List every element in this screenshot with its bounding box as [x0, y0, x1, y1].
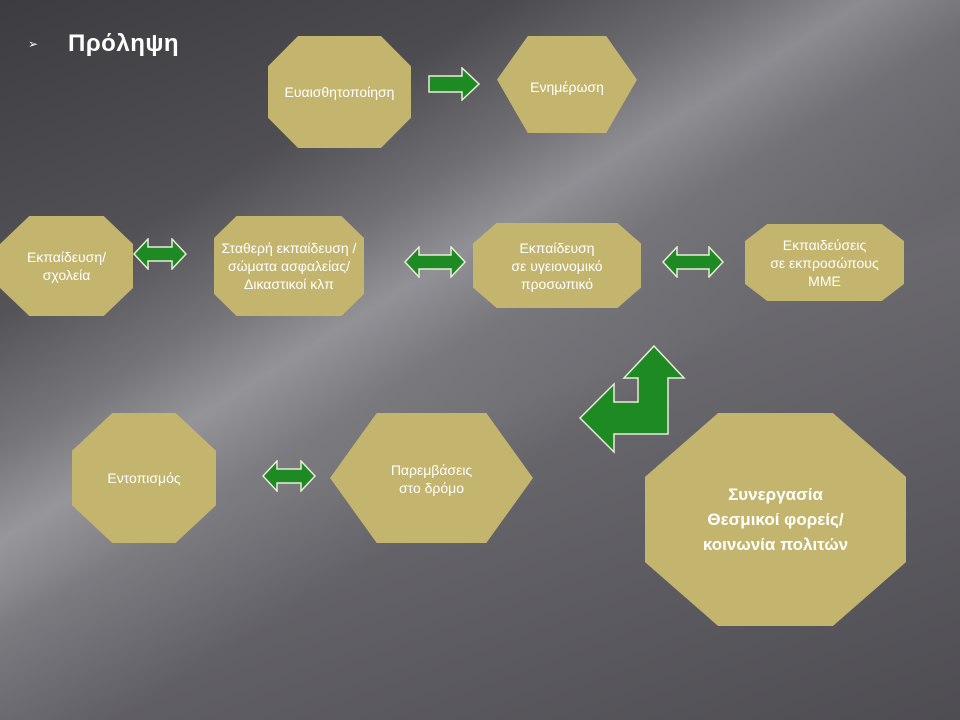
right-arrow-icon [428, 67, 480, 101]
node-media-training-label: Εκπαιδεύσεις σε εκπροσώπους ΜΜΕ [770, 236, 879, 289]
node-detection: Εντοπισμός [72, 413, 216, 543]
double-arrow-icon [262, 460, 316, 492]
node-information-label: Ενημέρωση [530, 79, 604, 95]
node-school-education-label: Εκπαίδευση/ σχολεία [26, 249, 106, 283]
node-school-education: Εκπαίδευση/ σχολεία [0, 216, 133, 316]
node-street-interventions: Παρεμβάσεις στο δρόμο [330, 413, 533, 543]
double-arrow-icon [662, 246, 724, 278]
node-detection-label: Εντοπισμός [107, 470, 181, 486]
node-health-staff-training-label: Εκπαίδευση σε υγειονομικό προσωπικό [511, 239, 603, 292]
bent-arrow-icon [578, 344, 686, 454]
node-media-training: Εκπαιδεύσεις σε εκπροσώπους ΜΜΕ [745, 224, 904, 301]
node-awareness: Ευαισθητοποίηση [268, 36, 411, 148]
slide-title: Πρόληψη [68, 30, 180, 57]
node-continuous-training: Σταθερή εκπαίδευση / σώματα ασφαλείας/ Δ… [214, 216, 364, 316]
node-awareness-label: Ευαισθητοποίηση [284, 84, 395, 100]
bullet-arrow-icon: ➢ [28, 37, 39, 51]
double-arrow-icon [404, 246, 466, 278]
double-arrow-icon [133, 238, 187, 270]
node-street-interventions-label: Παρεμβάσεις στο δρόμο [390, 462, 473, 496]
node-information: Ενημέρωση [497, 36, 637, 133]
node-health-staff-training: Εκπαίδευση σε υγειονομικό προσωπικό [473, 223, 641, 308]
title-row: ➢ Πρόληψη [28, 30, 179, 58]
node-cooperation: Συνεργασία Θεσμικοί φορείς/ κοινωνία πολ… [645, 413, 906, 626]
node-continuous-training-label: Σταθερή εκπαίδευση / σώματα ασφαλείας/ Δ… [221, 240, 357, 292]
node-cooperation-label: Συνεργασία Θεσμικοί φορείς/ κοινωνία πολ… [702, 485, 849, 554]
